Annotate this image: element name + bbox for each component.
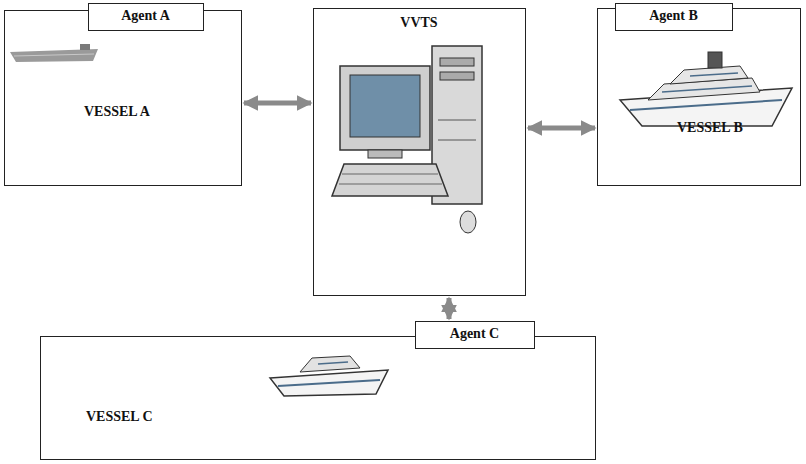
tanker-ship: [10, 44, 98, 62]
cruise-ship: [620, 52, 792, 126]
agent-label: Agent B: [649, 8, 698, 25]
agent-label: Agent A: [121, 8, 170, 25]
vvts-box: VVTS: [313, 8, 526, 296]
computer-illustration: [332, 46, 482, 233]
agent-box: Agent A: [88, 3, 204, 31]
vessel-box: VESSEL A Agent A: [4, 10, 242, 186]
double-arrow: [528, 126, 595, 131]
double-arrow: [447, 298, 452, 319]
vessel-box: VESSEL B Agent B: [597, 8, 801, 186]
node-label: VVTS: [400, 15, 437, 32]
double-arrow: [244, 101, 311, 106]
vessel-box: VESSEL CAgent C: [40, 336, 596, 460]
agent-box: Agent C: [415, 321, 535, 349]
node-label: VESSEL B: [677, 120, 743, 137]
node-label: VESSEL C: [86, 409, 153, 426]
node-label: VESSEL A: [84, 104, 150, 121]
motor-yacht: [270, 356, 388, 396]
agent-label: Agent C: [450, 326, 499, 343]
agent-box: Agent B: [615, 3, 733, 31]
